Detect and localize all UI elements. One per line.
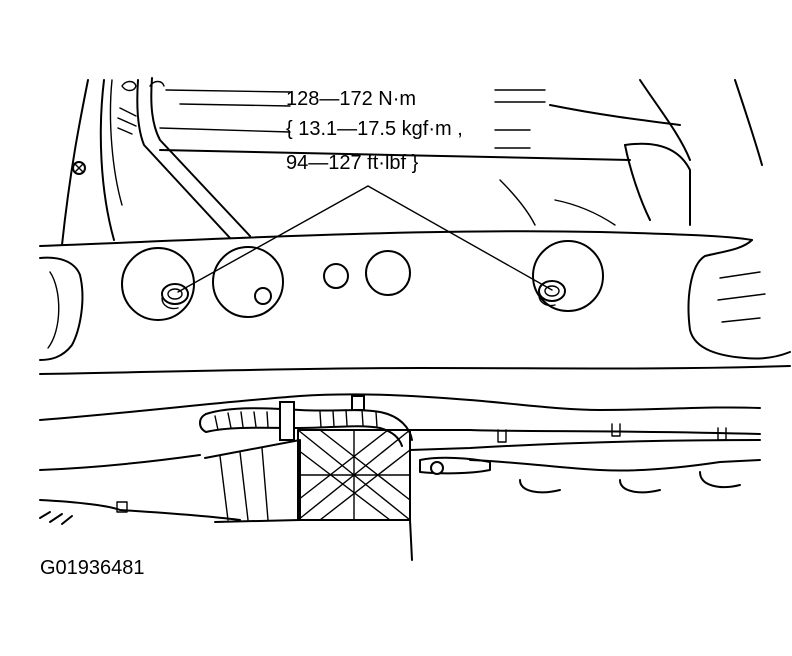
figure-id: G01936481 bbox=[40, 557, 145, 579]
upper-body-structure bbox=[61, 77, 763, 246]
torque-spec-kilogram-force-meters: { 13.1—17.5 kgf·m , bbox=[286, 118, 463, 140]
crossmember bbox=[39, 230, 791, 375]
lower-frame bbox=[39, 393, 761, 561]
wiring-harness bbox=[199, 395, 413, 447]
callout-leaders bbox=[177, 185, 553, 293]
torque-spec-newton-meters: 128—172 N·m bbox=[286, 88, 417, 110]
torque-spec-foot-pounds: 94—127 ft·lbf } bbox=[286, 152, 419, 174]
bolt-left bbox=[161, 283, 189, 310]
